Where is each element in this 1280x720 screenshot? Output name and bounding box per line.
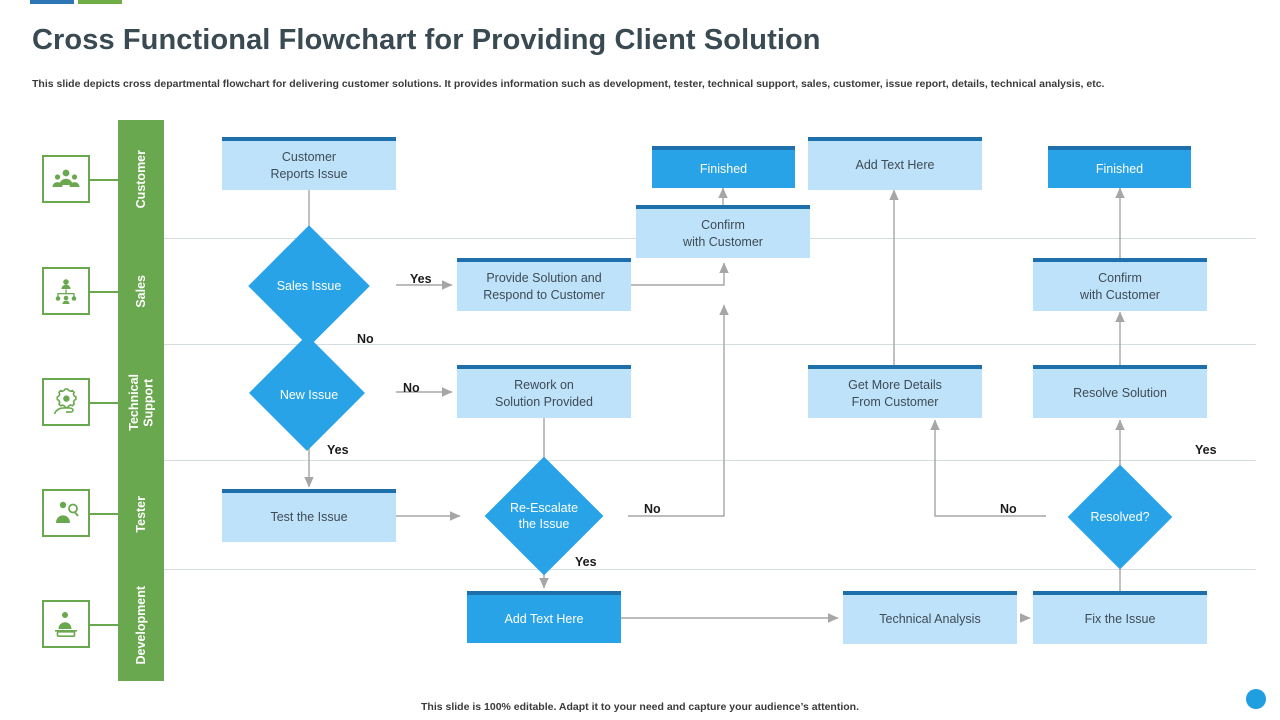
edge-label-no-re-escalate: No (644, 502, 661, 516)
node-sales-issue[interactable]: Sales Issue (276, 278, 342, 293)
lane-connector-sales (90, 291, 118, 293)
lane-label-sales: Sales (118, 238, 164, 344)
edge-label-yes-new-issue: Yes (327, 443, 349, 457)
lane-connector-tester (90, 513, 118, 515)
lane-label-sales-text: Sales (133, 274, 148, 308)
person-search-icon (42, 489, 90, 537)
lane-label-technical-support-text: Technical Support (126, 373, 155, 431)
lane-connector-technical-support (90, 402, 118, 404)
node-provide-solution[interactable]: Provide Solution and Respond to Customer (457, 258, 631, 311)
node-fix-the-issue[interactable]: Fix the Issue (1033, 591, 1207, 644)
node-test-the-issue[interactable]: Test the Issue (222, 489, 396, 542)
lane-label-customer-text: Customer (133, 149, 148, 209)
top-accent-bars (30, 0, 122, 4)
node-add-text-here-bottom[interactable]: Add Text Here (467, 591, 621, 643)
node-new-issue[interactable]: New Issue (279, 387, 339, 402)
edge-label-yes-resolved: Yes (1195, 443, 1217, 457)
lane-label-technical-support: Technical Support (118, 344, 164, 460)
lane-label-tester-text: Tester (133, 496, 148, 533)
node-get-more-details[interactable]: Get More Details From Customer (808, 365, 982, 418)
page-title: Cross Functional Flowchart for Providing… (32, 24, 821, 56)
node-re-escalate-the-issue[interactable]: Re-Escalate the Issue (509, 500, 579, 531)
lane-connector-development (90, 624, 118, 626)
lane-label-tester: Tester (118, 460, 164, 569)
node-add-text-here-top[interactable]: Add Text Here (808, 137, 982, 190)
node-rework-on-solution[interactable]: Rework on Solution Provided (457, 365, 631, 418)
node-finished-1[interactable]: Finished (652, 146, 795, 188)
edge-label-no-new-issue: No (403, 381, 420, 395)
lane-divider-3 (164, 460, 1256, 461)
lane-label-development: Development (118, 569, 164, 681)
footer-note: This slide is 100% editable. Adapt it to… (421, 701, 859, 713)
node-confirm-with-customer-mid[interactable]: Confirm with Customer (636, 205, 810, 258)
lane-divider-2 (164, 344, 1256, 345)
edge-label-no-sales: No (357, 332, 374, 346)
node-customer-reports-issue[interactable]: Customer Reports Issue (222, 137, 396, 190)
lane-connector-customer (90, 179, 118, 181)
person-laptop-icon (42, 600, 90, 648)
org-chart-icon (42, 267, 90, 315)
people-group-icon (42, 155, 90, 203)
lane-label-customer: Customer (118, 120, 164, 238)
footer-dot (1246, 689, 1266, 709)
node-finished-2[interactable]: Finished (1048, 146, 1191, 188)
lane-divider-4 (164, 569, 1256, 570)
edge-label-no-resolved: No (1000, 502, 1017, 516)
edge-label-yes-re-escalate: Yes (575, 555, 597, 569)
node-resolved[interactable]: Resolved? (1090, 509, 1150, 524)
node-confirm-with-customer-right[interactable]: Confirm with Customer (1033, 258, 1207, 311)
edge-label-yes-sales: Yes (410, 272, 432, 286)
gear-hand-icon (42, 378, 90, 426)
accent-bar-green (78, 0, 122, 4)
node-resolve-solution[interactable]: Resolve Solution (1033, 365, 1207, 418)
node-technical-analysis[interactable]: Technical Analysis (843, 591, 1017, 644)
lane-label-development-text: Development (133, 585, 148, 665)
page-subtitle: This slide depicts cross departmental fl… (32, 78, 1105, 90)
accent-bar-blue (30, 0, 74, 4)
